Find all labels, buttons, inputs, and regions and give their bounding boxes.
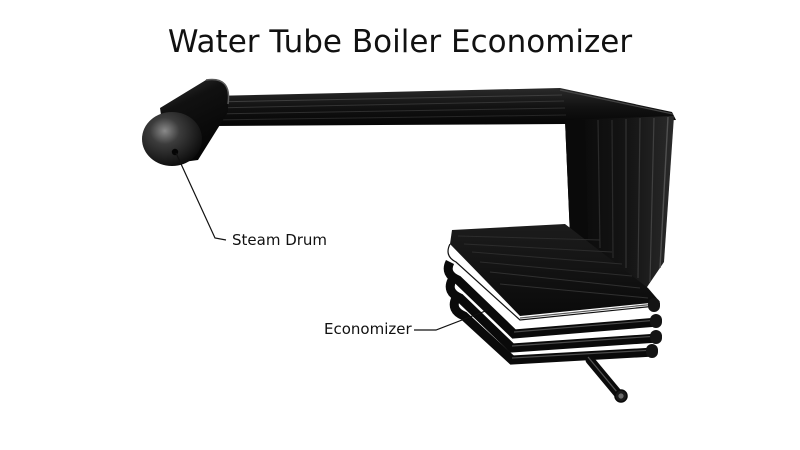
steam-drum-cap bbox=[142, 112, 202, 166]
steam-drum-callout: Steam Drum bbox=[175, 152, 327, 249]
page-title: Water Tube Boiler Economizer bbox=[168, 24, 632, 60]
economizer-label: Economizer bbox=[324, 320, 412, 338]
top-tube-bank bbox=[210, 88, 676, 126]
steam-drum bbox=[142, 78, 230, 166]
steam-drum-label: Steam Drum bbox=[232, 231, 327, 249]
economizer-callout: Economizer bbox=[324, 309, 489, 338]
economizer-coils bbox=[443, 224, 662, 403]
